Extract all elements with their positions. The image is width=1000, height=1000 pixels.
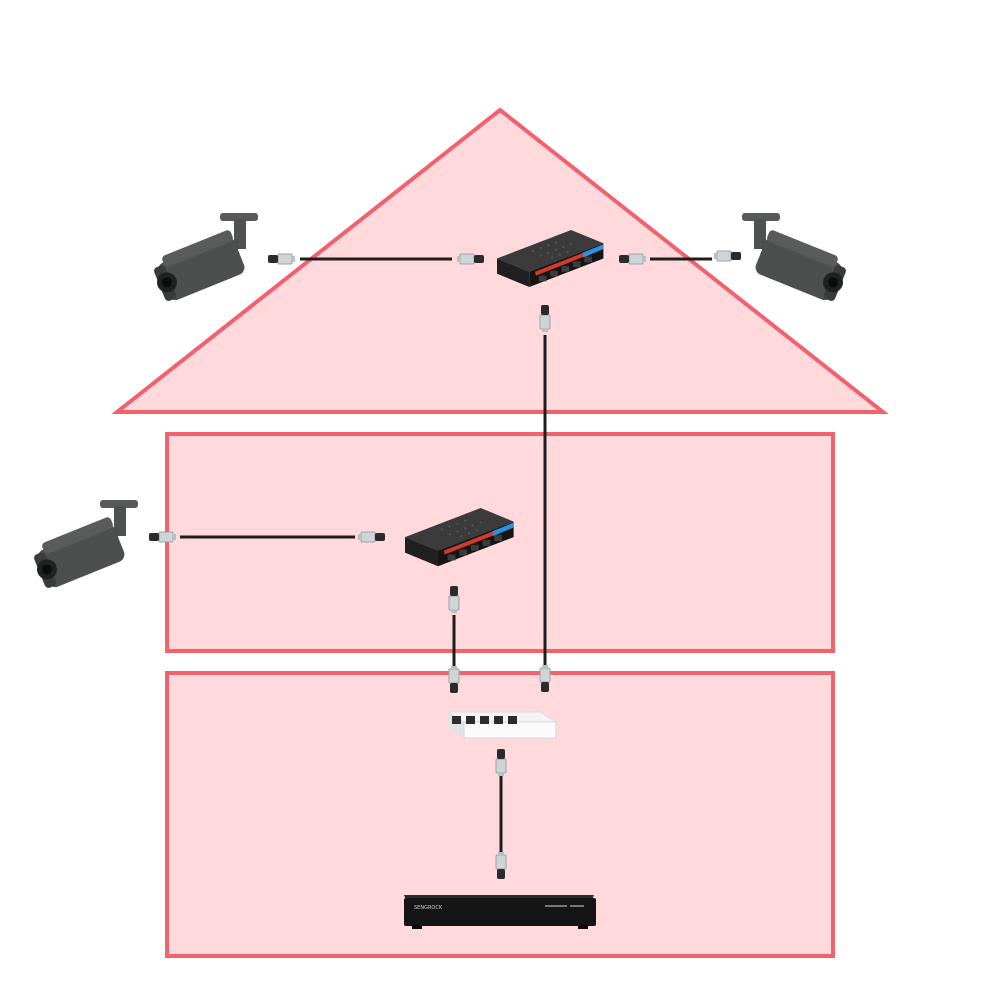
camera-attic-right [742,213,853,305]
camera-floor-left [27,500,139,592]
cable-core-to-nvr [495,748,507,880]
bullet-camera-icon [27,500,139,592]
cable-floor-left-to-switch [148,531,386,543]
upper-floor-zone [165,432,835,653]
core-switch [446,711,558,739]
bullet-camera-icon [147,213,258,305]
cable-attic-switch-to-core [539,304,551,693]
nvr-icon: SENGROCK [404,895,596,929]
cable-attic-right-to-switch [618,250,742,265]
camera-attic-left [147,213,258,305]
cable-floor-switch-to-core [448,585,460,694]
bullet-camera-icon [742,213,853,305]
nvr-brand-label: SENGROCK [414,905,443,911]
cable-attic-left-to-switch [267,253,485,265]
white-network-switch-icon [446,711,558,739]
nvr-recorder: SENGROCK [404,895,596,929]
